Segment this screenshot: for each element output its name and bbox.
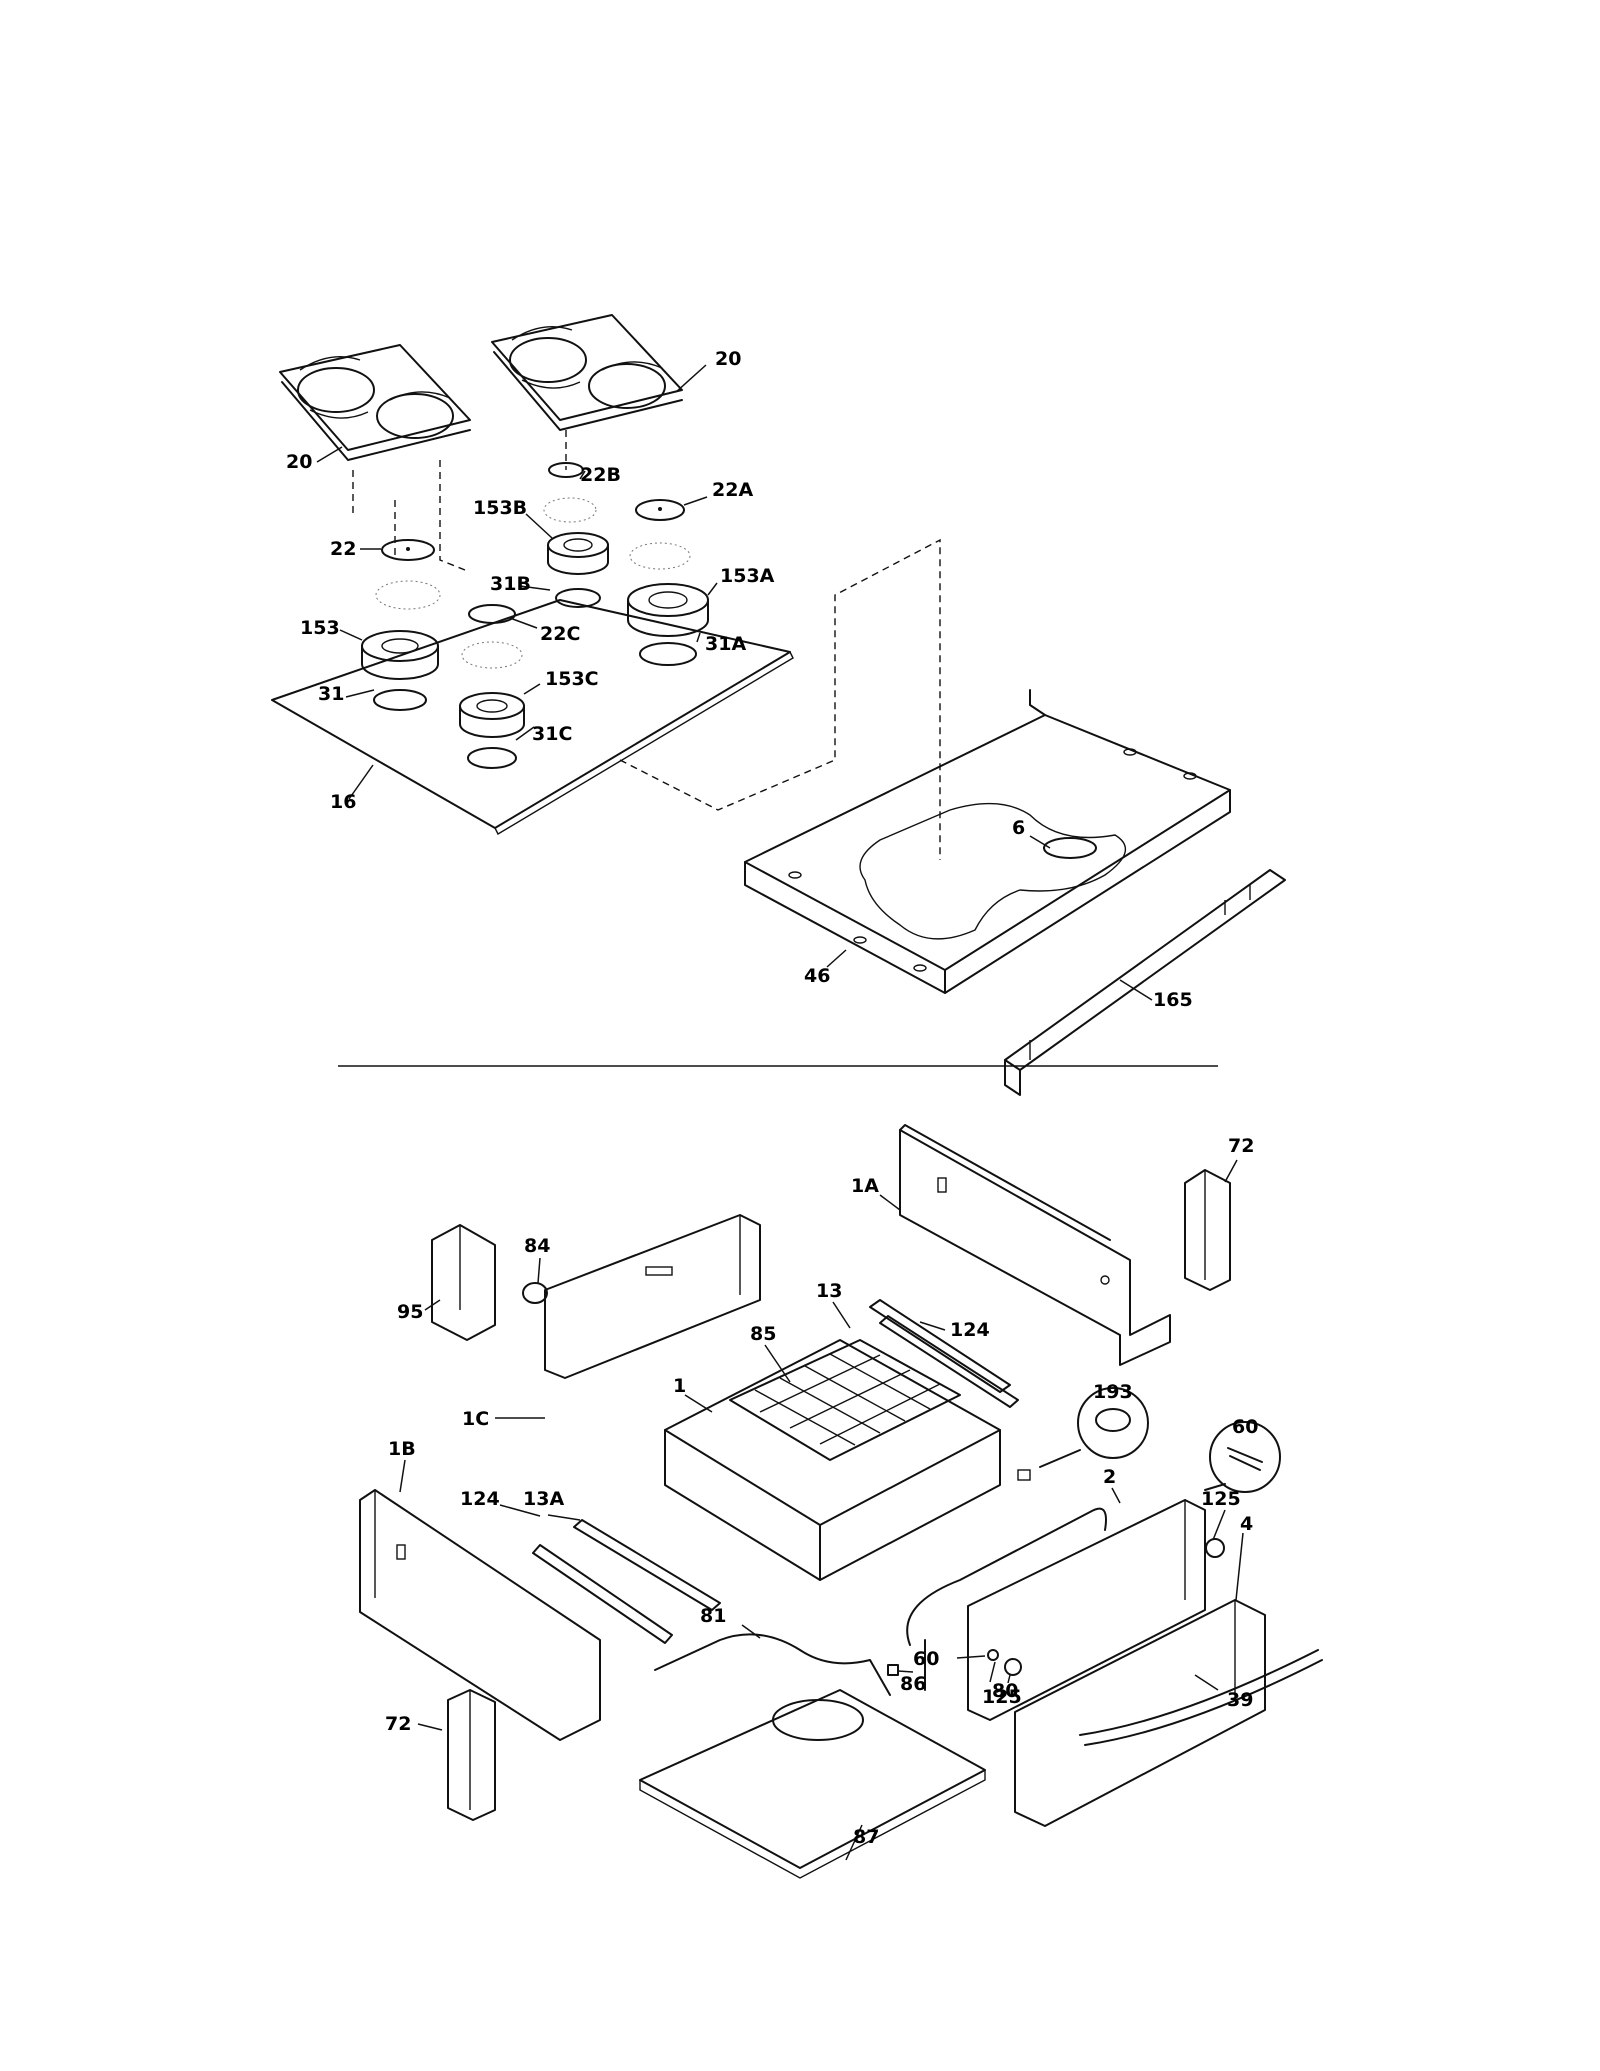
callout-95: 95 bbox=[397, 1301, 423, 1323]
slide-13 bbox=[869, 1299, 1019, 1408]
callout-81: 81 bbox=[700, 1605, 726, 1627]
callout-22: 22 bbox=[330, 538, 356, 560]
callout-153: 153 bbox=[300, 617, 340, 639]
burner-cap-22b bbox=[548, 462, 584, 478]
callout-87: 87 bbox=[853, 1826, 879, 1848]
callout-86: 86 bbox=[900, 1673, 926, 1695]
side-panel-1b bbox=[359, 1489, 601, 1741]
callout-84: 84 bbox=[524, 1235, 550, 1257]
clip-86 bbox=[887, 1664, 899, 1676]
burner-cap-22c bbox=[468, 604, 516, 624]
alignment-lines-top bbox=[352, 430, 941, 860]
bottom-panel-87 bbox=[639, 1689, 986, 1879]
callout-4: 4 bbox=[1240, 1513, 1253, 1535]
knob-84 bbox=[522, 1282, 548, 1304]
handle-39 bbox=[1079, 1649, 1323, 1746]
side-trim-165 bbox=[1004, 869, 1286, 1096]
side-panel-1c bbox=[544, 1214, 761, 1379]
callout-20-left: 20 bbox=[286, 451, 312, 473]
callout-153a: 153A bbox=[720, 565, 775, 587]
leader-lines bbox=[316, 364, 1244, 1861]
callout-1c: 1C bbox=[462, 1408, 489, 1430]
heating-element-80 bbox=[906, 1507, 1107, 1691]
callout-31: 31 bbox=[318, 683, 344, 705]
callout-20-right: 20 bbox=[715, 348, 741, 370]
callout-31c: 31C bbox=[532, 723, 572, 745]
plug-button-193 bbox=[1017, 1387, 1149, 1481]
burner-head-153b bbox=[547, 532, 609, 608]
callout-165: 165 bbox=[1153, 989, 1193, 1011]
callout-46: 46 bbox=[804, 965, 830, 987]
bracket-72-bottom bbox=[447, 1689, 496, 1821]
callout-124-top: 124 bbox=[950, 1319, 990, 1341]
screw-60-bottom bbox=[987, 1649, 999, 1661]
rack-85 bbox=[729, 1339, 961, 1461]
callout-31a: 31A bbox=[705, 633, 746, 655]
burner-head-153 bbox=[361, 630, 439, 711]
main-top-46 bbox=[744, 689, 1231, 994]
housing-95 bbox=[431, 1224, 496, 1341]
burner-head-153a bbox=[627, 583, 709, 666]
callout-153c: 153C bbox=[545, 668, 599, 690]
callout-39: 39 bbox=[1227, 1689, 1253, 1711]
screw-60 bbox=[1204, 1421, 1281, 1493]
cooktop-surface bbox=[271, 599, 794, 835]
flame-spreaders bbox=[375, 497, 691, 669]
callout-1: 1 bbox=[673, 1375, 686, 1397]
callout-labels: 20 20 22B 22A 153B 22 153A 31B 153 22C 3… bbox=[286, 348, 1258, 1848]
callout-80: 80 bbox=[992, 1680, 1018, 1702]
callout-22a: 22A bbox=[712, 479, 753, 501]
callout-125-top: 125 bbox=[1201, 1488, 1241, 1510]
callout-22c: 22C bbox=[540, 623, 580, 645]
drawer-box-1 bbox=[664, 1339, 1001, 1581]
callout-60-top: 60 bbox=[1232, 1416, 1258, 1438]
drawer-front-2 bbox=[967, 1499, 1206, 1721]
burner-head-153c bbox=[459, 692, 525, 769]
callout-72-top: 72 bbox=[1228, 1135, 1254, 1157]
callout-22b: 22B bbox=[580, 464, 621, 486]
burner-cap-22a bbox=[635, 499, 685, 521]
callout-31b: 31B bbox=[490, 573, 531, 595]
back-panel-1a bbox=[899, 1124, 1171, 1366]
callout-13a: 13A bbox=[523, 1488, 564, 1510]
callout-72-bottom: 72 bbox=[385, 1713, 411, 1735]
bottom-element-81 bbox=[654, 1633, 891, 1741]
washer-125-bottom bbox=[1004, 1658, 1022, 1676]
callout-124-bottom: 124 bbox=[460, 1488, 500, 1510]
callout-1b: 1B bbox=[388, 1438, 416, 1460]
callout-193: 193 bbox=[1093, 1381, 1133, 1403]
washer-125-top bbox=[1205, 1538, 1225, 1558]
callout-13: 13 bbox=[816, 1280, 842, 1302]
callout-60-bottom: 60 bbox=[913, 1648, 939, 1670]
callout-125-bottom: 125 bbox=[982, 1686, 1022, 1708]
callout-1a: 1A bbox=[851, 1175, 879, 1197]
callout-85: 85 bbox=[750, 1323, 776, 1345]
callout-153b: 153B bbox=[473, 497, 527, 519]
bracket-72-top bbox=[1184, 1169, 1231, 1291]
drawer-front-4 bbox=[1014, 1599, 1266, 1827]
callout-2: 2 bbox=[1103, 1466, 1116, 1488]
callout-16: 16 bbox=[330, 791, 356, 813]
burner-cap-22 bbox=[381, 539, 435, 561]
callout-6: 6 bbox=[1012, 817, 1025, 839]
burner-grate-right bbox=[491, 314, 683, 431]
burner-grate-left bbox=[279, 344, 471, 461]
slide-13a bbox=[532, 1519, 721, 1644]
